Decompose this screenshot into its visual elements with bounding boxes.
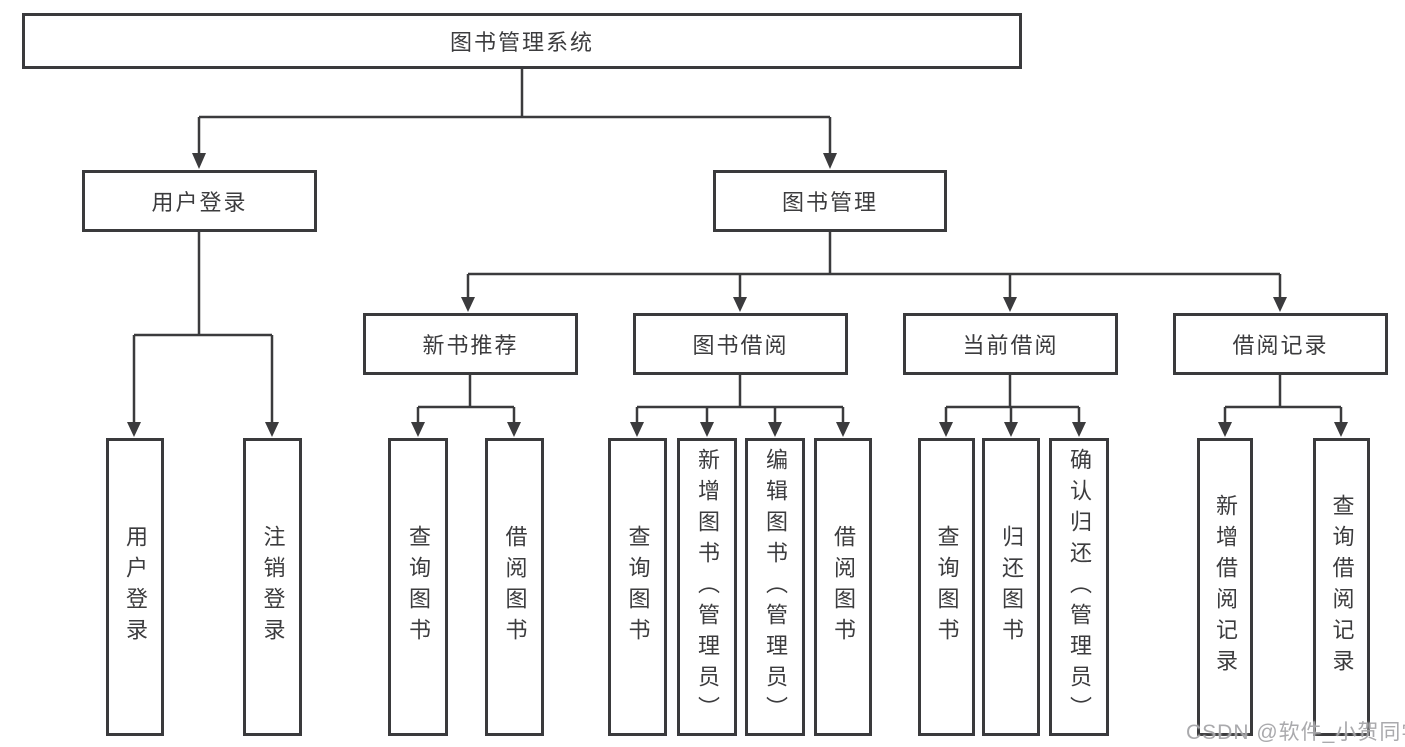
leaf-node-query-books: 查询图书 (388, 438, 448, 736)
leaf-node-label: 归还图书 (999, 525, 1024, 649)
leaf-node-label: 借阅图书 (831, 525, 856, 649)
leaf-node-edit-books-admin: 编辑图书（管理员） (745, 438, 805, 736)
leaf-node-label: 查询图书 (934, 525, 960, 649)
leaf-node-label: 用户登录 (123, 525, 148, 649)
level3-node-new-book-recommend: 新书推荐 (363, 313, 578, 375)
leaf-node-label: 借阅图书 (502, 525, 528, 649)
level3-node-current-borrow: 当前借阅 (903, 313, 1118, 375)
leaf-node-label: 查询图书 (625, 525, 651, 649)
level3-node-label: 图书借阅 (692, 333, 789, 358)
leaf-node-borrow-books: 借阅图书 (485, 438, 544, 736)
leaf-node-query-books: 查询图书 (608, 438, 667, 736)
level2-node-book-management: 图书管理 (713, 170, 947, 232)
leaf-node-borrow-books: 借阅图书 (814, 438, 872, 736)
level3-node-book-borrow: 图书借阅 (633, 313, 848, 375)
leaf-node-label: 确认归还（管理员） (1067, 447, 1092, 727)
leaf-node-add-borrow-record: 新增借阅记录 (1197, 438, 1253, 736)
leaf-node-confirm-return-admin: 确认归还（管理员） (1049, 438, 1109, 736)
root-node-label: 图书管理系统 (449, 30, 594, 55)
root-node-library-system: 图书管理系统 (22, 13, 1022, 69)
level3-node-label: 借阅记录 (1232, 333, 1329, 358)
leaf-node-label: 新增借阅记录 (1213, 494, 1238, 680)
leaf-node-label: 注销登录 (260, 525, 286, 649)
leaf-node-label: 查询图书 (406, 525, 431, 649)
leaf-node-query-borrow-record: 查询借阅记录 (1313, 438, 1370, 736)
leaf-node-label: 查询借阅记录 (1329, 494, 1355, 680)
leaf-node-label: 新增图书（管理员） (695, 447, 720, 727)
csdn-watermark: CSDN @软件_小贺同学 (1186, 721, 1405, 744)
leaf-node-label: 编辑图书（管理员） (763, 447, 788, 727)
level2-node-label: 用户登录 (151, 190, 248, 215)
leaf-node-query-books: 查询图书 (918, 438, 975, 736)
leaf-node-add-books-admin: 新增图书（管理员） (677, 438, 737, 736)
leaf-node-user-login: 用户登录 (106, 438, 164, 736)
leaf-node-logout: 注销登录 (243, 438, 302, 736)
level3-node-label: 当前借阅 (962, 333, 1059, 358)
level3-node-label: 新书推荐 (422, 333, 519, 358)
level2-node-label: 图书管理 (781, 190, 878, 215)
leaf-node-return-books: 归还图书 (982, 438, 1040, 736)
level2-node-user-login: 用户登录 (82, 170, 317, 232)
level3-node-borrow-record: 借阅记录 (1173, 313, 1388, 375)
